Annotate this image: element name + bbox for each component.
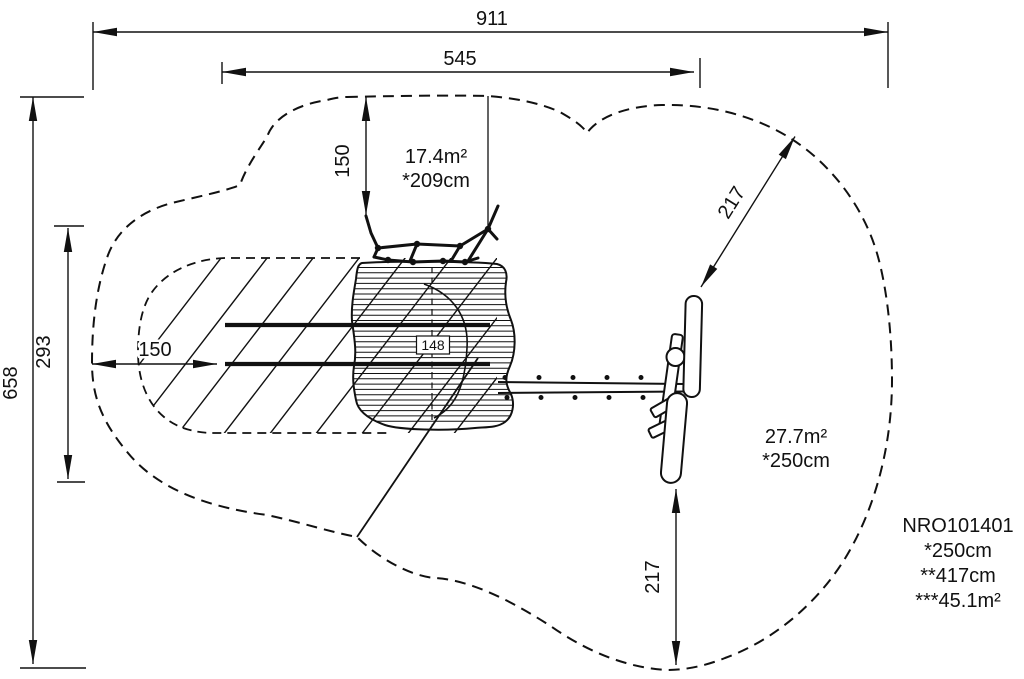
dim-545-label: 545 <box>443 48 476 70</box>
dim-293-label: 293 <box>33 335 55 368</box>
net-right-rope <box>486 204 500 231</box>
platform-height-tag: 148 <box>415 335 451 355</box>
beam-knob <box>538 395 544 400</box>
beam-knob <box>638 375 644 380</box>
decorative-line <box>425 258 497 433</box>
decorative-line <box>138 258 157 433</box>
beam-knob <box>570 375 576 380</box>
dim-217d-line <box>700 136 796 288</box>
dim-150v-label: 150 <box>332 144 354 177</box>
swing-lower-pole <box>659 392 689 484</box>
right-zone-height-label: *250cm <box>762 450 830 472</box>
beam-knob <box>504 395 510 400</box>
beam-knob <box>604 375 610 380</box>
decorative-line <box>287 258 479 433</box>
mound-summit-arc <box>423 283 468 419</box>
dim-217v-label: 217 <box>642 560 664 593</box>
net-link-4 <box>466 227 490 263</box>
balance-beam <box>497 381 685 394</box>
swing-structure <box>647 295 704 484</box>
beam-knob <box>536 375 542 380</box>
hatch-zone-outline <box>137 257 390 434</box>
climbing-net <box>364 204 500 264</box>
left-zone-area-label: 17.4m² <box>405 146 468 168</box>
beam-knob <box>640 395 646 400</box>
zone-divider-line <box>356 357 479 538</box>
dimension-arrowheads <box>28 27 888 665</box>
info-total-area: ***45.1m² <box>915 590 1001 612</box>
net-nodes <box>374 225 492 266</box>
decorative-line <box>0 223 110 470</box>
beam-knobs <box>502 375 680 400</box>
mound-contour-stripes <box>351 267 515 422</box>
beam-knob <box>572 395 578 400</box>
safety-zone-outline <box>90 94 894 672</box>
beam-knob <box>606 395 612 400</box>
info-critical-height: *250cm <box>924 540 992 562</box>
decorative-line <box>138 258 295 433</box>
dim-911-label: 911 <box>476 8 508 30</box>
net-top-chord <box>376 227 490 250</box>
beam-knob <box>502 375 508 380</box>
swing-pivot <box>665 347 686 367</box>
net-left-rope <box>364 214 380 250</box>
swing-upper-pole <box>682 295 704 398</box>
info-total-height: **417cm <box>920 565 996 587</box>
left-zone-height-label: *209cm <box>402 170 470 192</box>
product-code: NRO101401 <box>902 515 1013 537</box>
dimension-lines <box>20 22 889 669</box>
decorative-line <box>379 258 497 433</box>
right-zone-area-label: 27.7m² <box>765 426 828 448</box>
dim-658-label: 658 <box>0 366 22 399</box>
decorative-line <box>138 258 249 433</box>
hatch-pattern <box>0 223 497 470</box>
dim-150h-label: 150 <box>138 339 171 361</box>
decorative-line <box>241 258 433 433</box>
decorative-line <box>195 258 387 433</box>
platform-height-label: 148 <box>421 337 445 353</box>
product-info-block: NRO101401 *250cm **417cm ***45.1m² <box>902 515 1013 612</box>
